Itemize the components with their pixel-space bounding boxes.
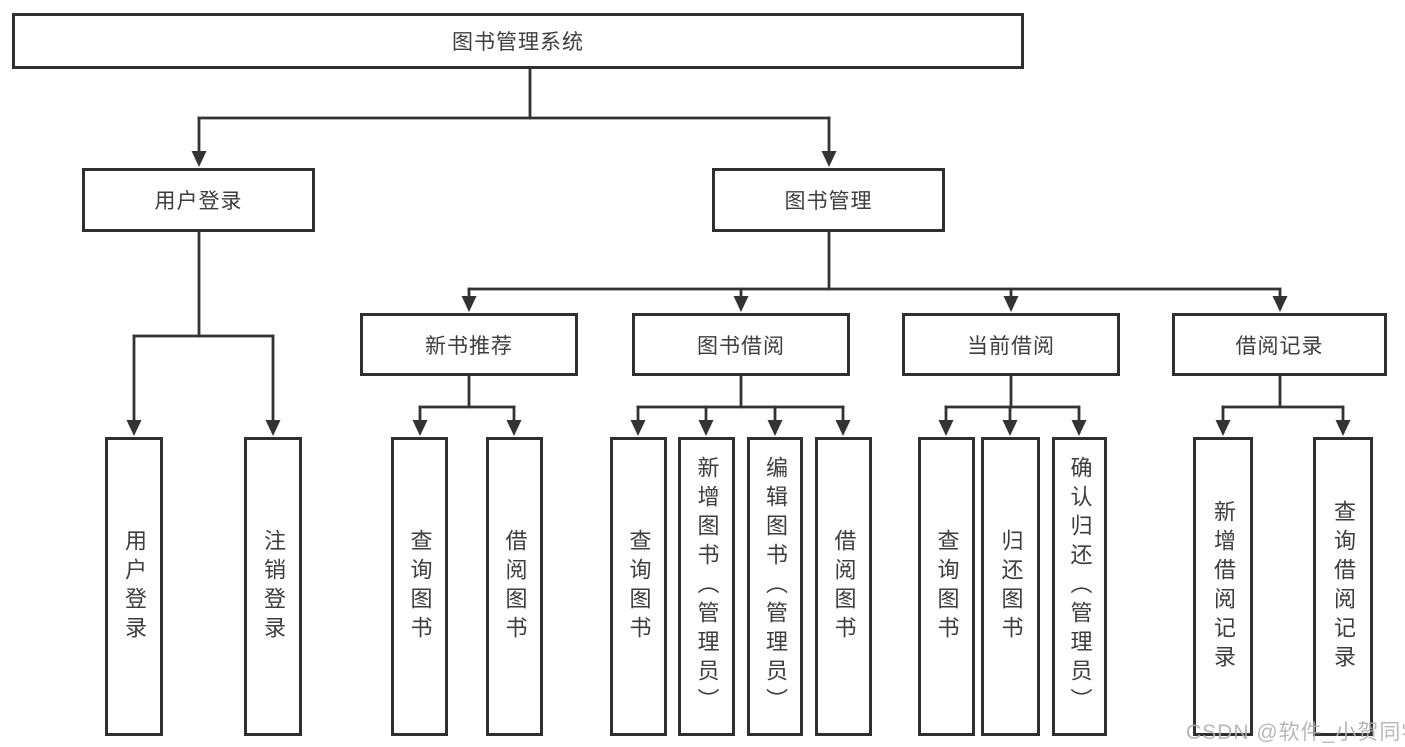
leaf-borrow-books-recommend: 借阅图书	[486, 437, 543, 736]
node-root-label: 图书管理系统	[452, 31, 584, 54]
leaf-confirm-return-admin-label: 确认归还（管理员）	[1067, 456, 1093, 717]
leaf-query-books-current-label: 查询图书	[934, 528, 960, 645]
leaf-return-book-label: 归还图书	[998, 528, 1024, 645]
leaf-query-borrow-record: 查询借阅记录	[1313, 437, 1373, 736]
node-current-borrow-label: 当前借阅	[967, 334, 1055, 358]
node-user-login: 用户登录	[82, 168, 315, 232]
leaf-user-login-label: 用户登录	[122, 528, 147, 645]
node-root: 图书管理系统	[12, 13, 1024, 69]
leaf-query-books-borrow: 查询图书	[610, 437, 667, 736]
leaf-logout-label: 注销登录	[261, 528, 286, 645]
leaf-add-borrow-record-label: 新增借阅记录	[1211, 499, 1236, 674]
leaf-return-book: 归还图书	[981, 437, 1040, 736]
node-current-borrow: 当前借阅	[902, 313, 1120, 376]
leaf-borrow-books-borrow: 借阅图书	[815, 437, 872, 736]
node-borrow-records-label: 借阅记录	[1235, 334, 1324, 358]
leaf-borrow-books-borrow-label: 借阅图书	[831, 528, 857, 645]
node-user-login-label: 用户登录	[154, 190, 243, 213]
node-new-book-recommend: 新书推荐	[360, 313, 578, 376]
leaf-borrow-books-recommend-label: 借阅图书	[502, 528, 528, 645]
leaf-query-books-borrow-label: 查询图书	[626, 528, 652, 645]
leaf-add-borrow-record: 新增借阅记录	[1193, 437, 1253, 736]
watermark: CSDN @软件_小贺同学	[1186, 721, 1405, 744]
leaf-edit-book-admin-label: 编辑图书（管理员）	[763, 456, 788, 717]
leaf-add-book-admin-label: 新增图书（管理员）	[694, 456, 720, 717]
leaf-confirm-return-admin: 确认归还（管理员）	[1052, 437, 1107, 736]
node-new-book-recommend-label: 新书推荐	[425, 334, 513, 358]
node-book-management: 图书管理	[712, 168, 945, 232]
node-book-management-label: 图书管理	[784, 190, 873, 213]
leaf-user-login: 用户登录	[105, 437, 163, 736]
leaf-query-books-current: 查询图书	[918, 437, 975, 736]
leaf-query-books-recommend-label: 查询图书	[407, 528, 433, 645]
leaf-edit-book-admin: 编辑图书（管理员）	[747, 437, 803, 736]
node-book-borrow-label: 图书借阅	[697, 334, 785, 358]
node-borrow-records: 借阅记录	[1172, 313, 1387, 376]
leaf-query-borrow-record-label: 查询借阅记录	[1331, 499, 1356, 674]
leaf-add-book-admin: 新增图书（管理员）	[678, 437, 735, 736]
leaf-logout: 注销登录	[244, 437, 302, 736]
node-book-borrow: 图书借阅	[632, 313, 850, 376]
leaf-query-books-recommend: 查询图书	[391, 437, 448, 736]
